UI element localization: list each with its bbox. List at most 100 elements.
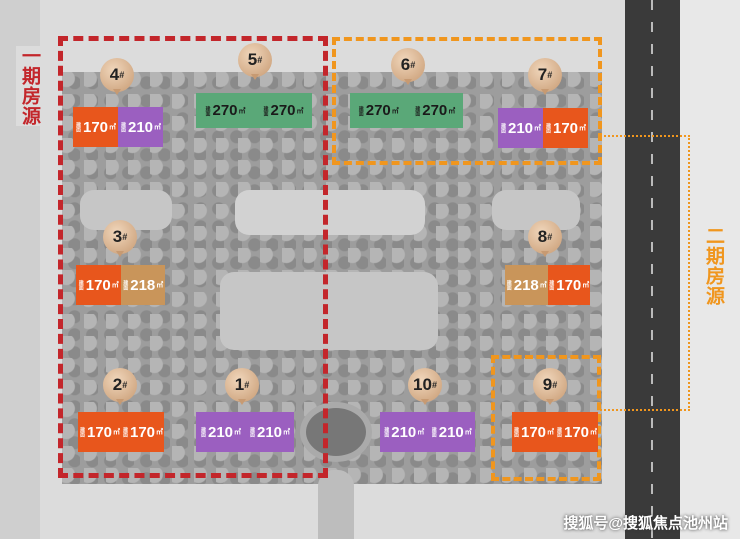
- area-unit: ㎡: [109, 124, 117, 131]
- building-marker-5: 5#: [238, 43, 272, 80]
- area-prefix: 建面: [122, 280, 129, 290]
- area-unit: ㎡: [238, 107, 246, 115]
- area-unit: ㎡: [547, 429, 555, 436]
- phase1-label: 一期房源: [16, 46, 43, 126]
- hash-mark: #: [547, 232, 553, 242]
- hash-mark: #: [410, 60, 416, 70]
- watermark: 搜狐号@搜狐焦点池州站: [563, 515, 728, 532]
- building-marker-8: 8#: [528, 220, 562, 257]
- building-marker-7: 7#: [528, 58, 562, 95]
- area-value: 270: [270, 102, 296, 119]
- building-marker-4: 4#: [100, 58, 134, 95]
- area-unit: ㎡: [391, 107, 399, 115]
- area-value: 270: [422, 102, 448, 119]
- area-value: 210: [256, 423, 283, 441]
- building-marker-3: 3#: [103, 220, 137, 257]
- building-number: 6: [400, 55, 411, 74]
- area-value: 210: [207, 423, 234, 441]
- area-prefix: 建面: [548, 280, 555, 290]
- phase2-label: 二期房源: [700, 226, 727, 306]
- area-unit: ㎡: [283, 429, 291, 436]
- area-unit: ㎡: [111, 282, 119, 289]
- hash-mark: #: [431, 380, 437, 390]
- hash-mark: #: [547, 70, 553, 80]
- area-prefix: 建面: [383, 427, 390, 437]
- area-value: 270: [212, 102, 238, 119]
- area-prefix: 建面: [119, 122, 126, 132]
- area-value: 210: [391, 423, 417, 441]
- building-marker-2: 2#: [103, 368, 137, 405]
- area-unit: ㎡: [113, 429, 121, 436]
- building-number: 7: [537, 65, 548, 84]
- building-number: 2: [112, 375, 123, 394]
- area-unit: ㎡: [582, 282, 590, 289]
- area-prefix: 建面: [555, 427, 562, 437]
- area-unit: ㎡: [156, 429, 164, 436]
- area-unit: ㎡: [590, 429, 598, 436]
- phase2-boundary-south: [491, 355, 601, 481]
- hash-mark: #: [122, 232, 128, 242]
- area-value: 218: [130, 276, 156, 294]
- area-value: 210: [507, 119, 534, 137]
- phase2-connector: [600, 135, 690, 411]
- road-centerline: [651, 0, 653, 539]
- area-value: 170: [520, 423, 547, 441]
- area-unit: ㎡: [296, 107, 304, 115]
- roundabout: [300, 402, 372, 462]
- area-value: 218: [513, 276, 539, 294]
- phase2-boundary-north: [332, 37, 602, 165]
- area-value: 170: [563, 423, 590, 441]
- area-prefix: 建面: [199, 427, 206, 437]
- area-value: 210: [127, 118, 154, 136]
- area-prefix: 建面: [505, 280, 512, 290]
- building-marker-1: 1#: [225, 368, 259, 405]
- entrance-road: [318, 470, 354, 539]
- phase1-boundary: [58, 36, 328, 478]
- hash-mark: #: [122, 380, 128, 390]
- building-number: 4: [109, 65, 120, 84]
- central-plaza: [235, 190, 425, 235]
- area-prefix: 建面: [78, 427, 85, 437]
- area-unit: ㎡: [417, 429, 425, 436]
- area-prefix: 建面: [262, 105, 269, 116]
- area-value: 210: [438, 423, 464, 441]
- area-prefix: 建面: [204, 105, 211, 116]
- hash-mark: #: [257, 55, 263, 65]
- area-value: 170: [85, 276, 111, 294]
- hash-mark: #: [552, 380, 558, 390]
- building-marker-10: 10#: [408, 368, 442, 405]
- area-prefix: 建面: [121, 427, 128, 437]
- area-prefix: 建面: [414, 105, 421, 116]
- area-prefix: 建面: [512, 427, 519, 437]
- area-value: 270: [365, 102, 391, 119]
- area-unit: ㎡: [156, 282, 164, 289]
- hash-mark: #: [119, 70, 125, 80]
- area-prefix: 建面: [544, 123, 551, 133]
- area-prefix: 建面: [248, 427, 255, 437]
- building-number: 9: [542, 375, 553, 394]
- area-prefix: 建面: [77, 280, 84, 290]
